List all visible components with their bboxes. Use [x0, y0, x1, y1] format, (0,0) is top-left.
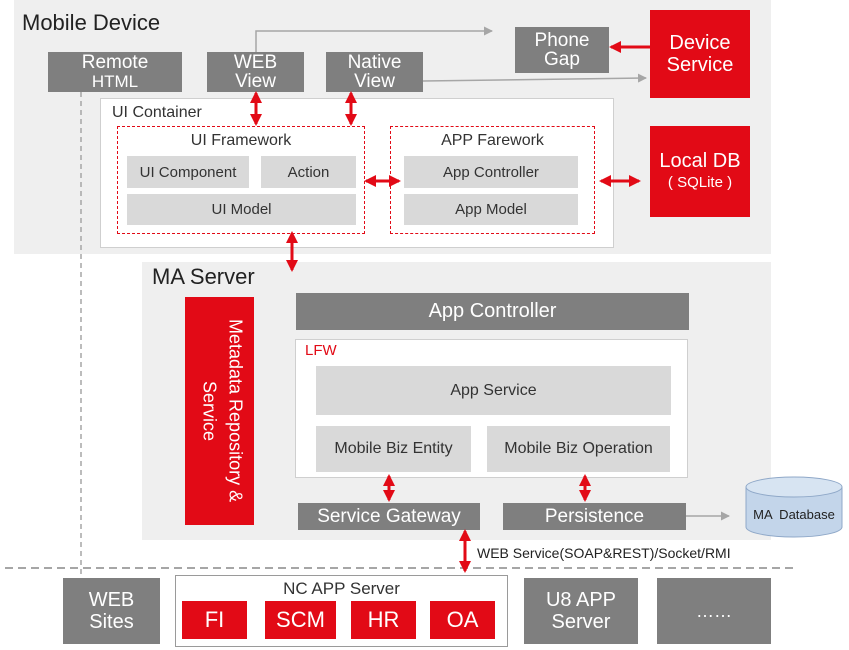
native-view-box: Native View [326, 52, 423, 92]
ui-model-box: UI Model [127, 194, 356, 225]
app-controller-box: App Controller [296, 293, 689, 330]
web-view-box: WEB View [207, 52, 304, 92]
oa-module: OA [430, 601, 495, 639]
service-label: Service [666, 54, 734, 76]
protocol-label: WEB Service(SOAP&REST)/Socket/RMI [477, 545, 731, 561]
ui-component-box: UI Component [127, 156, 249, 188]
view-label: View [235, 71, 276, 92]
mobile-biz-operation-box: Mobile Biz Operation [487, 426, 670, 472]
mobile-biz-entity-box: Mobile Biz Entity [316, 426, 471, 472]
web-sites-line1: WEB [88, 589, 135, 611]
nc-app-server-title: NC APP Server [283, 579, 400, 598]
fi-module: FI [182, 601, 247, 639]
phone-label: Phone [534, 30, 590, 51]
mobile-device-title: Mobile Device [22, 10, 161, 35]
more-servers-box: …… [657, 578, 771, 644]
remote-label: Remote [81, 52, 149, 73]
u8-line2: Server [551, 611, 611, 633]
metadata-box: Metadata Repository & Service [185, 297, 254, 525]
ma-server-title: MA Server [152, 264, 255, 289]
native-label: Native [347, 52, 402, 73]
app-controller-small-box: App Controller [404, 156, 578, 188]
native-view-label: View [354, 71, 395, 92]
u8-app-server-box: U8 APP Server [524, 578, 638, 644]
sqlite-label: ( SQLite ) [667, 173, 733, 191]
device-service-box: Device Service [650, 10, 750, 98]
app-service-box: App Service [316, 366, 671, 415]
app-model-box: App Model [404, 194, 578, 225]
scm-module: SCM [265, 601, 336, 639]
local-db-label: Local DB [659, 149, 741, 172]
service-gateway-box: Service Gateway [298, 503, 480, 530]
lfw-label: LFW [305, 342, 337, 359]
device-label: Device [669, 32, 731, 54]
html-label: HTML [91, 72, 139, 91]
ui-framework-title: UI Framework [190, 132, 292, 149]
local-db-box: Local DB ( SQLite ) [650, 126, 750, 217]
app-framework-title: APP Farework [441, 132, 544, 149]
phone-gap-box: Phone Gap [515, 27, 609, 73]
web-sites-line2: Sites [89, 611, 134, 633]
hr-module: HR [351, 601, 416, 639]
web-sites-box: WEB Sites [63, 578, 160, 644]
persistence-box: Persistence [503, 503, 686, 530]
ma-database-label: MA Database [753, 507, 835, 522]
gap-label: Gap [544, 49, 580, 70]
metadata-label: Metadata Repository & Service [199, 319, 246, 503]
action-box: Action [261, 156, 356, 188]
web-label: WEB [233, 52, 278, 73]
ui-container-title: UI Container [112, 104, 202, 121]
remote-html-box: Remote HTML [48, 52, 182, 92]
u8-line1: U8 APP [545, 589, 617, 611]
